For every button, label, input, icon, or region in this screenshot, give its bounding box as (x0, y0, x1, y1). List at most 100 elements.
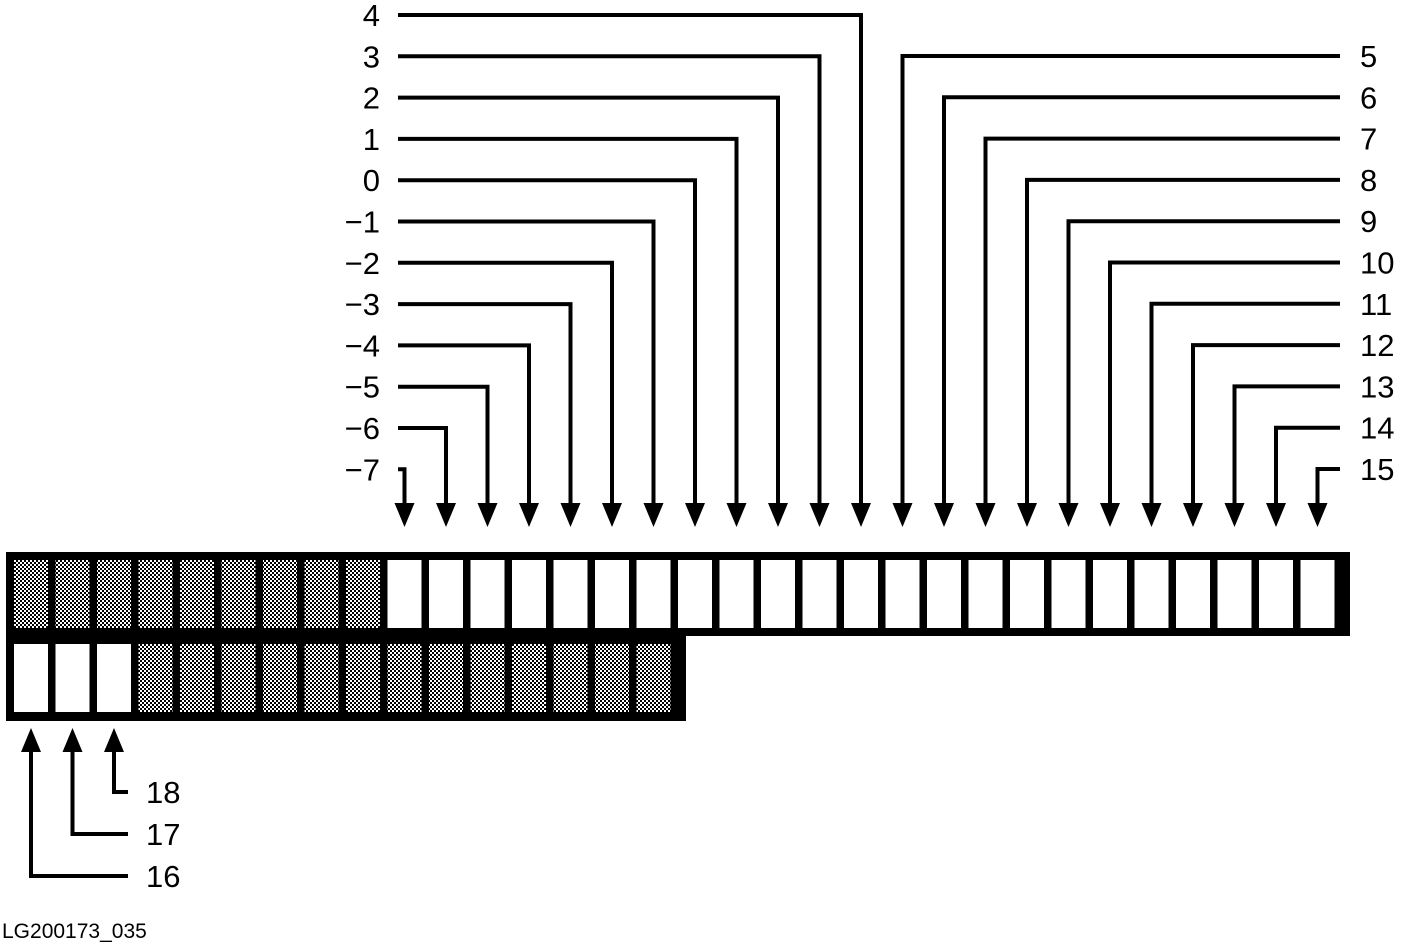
leader-line (1108, 260, 1340, 505)
leader-line (398, 178, 697, 505)
register-row-1-cell (346, 560, 380, 628)
bit-labels: 43210−1−2−3−4−5−6−7567891011121314151817… (146, 0, 1394, 894)
register-row-2-cell (221, 644, 256, 712)
register-row-1-cell (221, 560, 256, 628)
bit-label: 5 (1360, 39, 1377, 74)
register-row-1-cell (1010, 560, 1044, 628)
arrow-down-icon (394, 503, 415, 527)
register-row-1-cell (1051, 560, 1086, 628)
register-row-1-cell (304, 560, 339, 628)
leader-line (398, 467, 407, 505)
register-row-2-cell (429, 644, 463, 712)
bit-label: 12 (1360, 328, 1394, 363)
arrow-up-icon (21, 728, 41, 752)
bit-label: −4 (345, 328, 380, 363)
leader-line (398, 302, 573, 505)
leader-line (1149, 301, 1340, 505)
register-row-1-cell (512, 560, 546, 628)
arrow-down-icon (1183, 503, 1203, 527)
figure-caption: LG200173_035 (2, 920, 147, 943)
bit-label: −5 (345, 370, 380, 405)
register-row-1-cell (1259, 560, 1293, 628)
arrow-down-icon (809, 503, 830, 527)
bit-label: −6 (345, 411, 380, 446)
leader-line (398, 54, 822, 505)
bit-label: −1 (345, 205, 380, 240)
register-row-1-cell (761, 560, 795, 628)
bit-label: 14 (1360, 411, 1394, 446)
bit-label: 7 (1360, 122, 1377, 157)
register-row-1-cell (719, 560, 754, 628)
leader-line (983, 136, 1340, 505)
leader-line (398, 384, 490, 505)
register-row-1-cell (885, 560, 920, 628)
register-row-1-cell (387, 560, 422, 628)
leader-line (398, 343, 531, 505)
bit-label: 4 (363, 0, 380, 33)
register-row-2-cell (595, 644, 629, 712)
register-row-1-cell (1176, 560, 1210, 628)
register-row-1-cell (636, 560, 671, 628)
register-row-1-cell (968, 560, 1003, 628)
bit-label: −3 (345, 287, 380, 322)
register-row-2-cell (97, 644, 131, 712)
bit-label: 18 (146, 775, 180, 810)
leader-lines (21, 13, 1340, 878)
register-row-1-cell (138, 560, 173, 628)
arrow-down-icon (519, 503, 539, 527)
register-row-1-cell (55, 560, 90, 628)
arrow-up-icon (104, 728, 124, 752)
register-row-1-cell (180, 560, 214, 628)
bit-label: 6 (1360, 80, 1377, 115)
leader-line (1066, 219, 1340, 505)
arrow-down-icon (1100, 503, 1120, 527)
arrow-down-icon (1266, 503, 1286, 527)
register-row-2-cell (138, 644, 173, 712)
register-row-1-cell (97, 560, 131, 628)
leader-line (1191, 343, 1340, 505)
register-row-1-cell (470, 560, 505, 628)
register-row-2-cell (263, 644, 297, 712)
register-row-1-cell (1300, 560, 1335, 628)
arrow-down-icon (1017, 503, 1037, 527)
leader-line (398, 260, 614, 505)
arrow-down-icon (602, 503, 622, 527)
bit-label: 16 (146, 859, 180, 894)
bit-label: 2 (363, 81, 380, 116)
arrow-down-icon (560, 503, 581, 527)
register-row-1-cell (1093, 560, 1127, 628)
leader-line (1274, 425, 1340, 505)
register-row-2-cell (387, 644, 422, 712)
register-row-1-cell (429, 560, 463, 628)
arrow-down-icon (851, 503, 871, 527)
arrow-down-icon (1224, 503, 1245, 527)
register-row-1-cell (14, 560, 48, 628)
register-row-2-cell (470, 644, 505, 712)
leader-line (1232, 384, 1340, 505)
bit-label: −7 (345, 452, 380, 487)
register-row-2-cell (553, 644, 588, 712)
register-row-2-cell (55, 644, 90, 712)
register-row-2-cell (512, 644, 546, 712)
register-row-1-cell (927, 560, 961, 628)
bit-label: 0 (363, 163, 380, 198)
arrow-down-icon (643, 503, 664, 527)
arrow-down-icon (1307, 503, 1328, 527)
arrow-down-icon (726, 503, 747, 527)
bit-label: 1 (363, 122, 380, 157)
bit-label: 17 (146, 817, 180, 852)
register-row-2-cell (14, 644, 48, 712)
arrow-down-icon (1058, 503, 1079, 527)
register-row-1-cell (263, 560, 297, 628)
leader-line (70, 750, 128, 836)
register-row-2-cell (346, 644, 380, 712)
register-row-1-cell (802, 560, 837, 628)
register-row-2-cell (636, 644, 671, 712)
register-row-2-cell (304, 644, 339, 712)
register-row-2-cell (180, 644, 214, 712)
leader-line (398, 136, 739, 505)
leader-line (29, 750, 128, 878)
arrow-down-icon (477, 503, 498, 527)
bit-label: 8 (1360, 163, 1377, 198)
